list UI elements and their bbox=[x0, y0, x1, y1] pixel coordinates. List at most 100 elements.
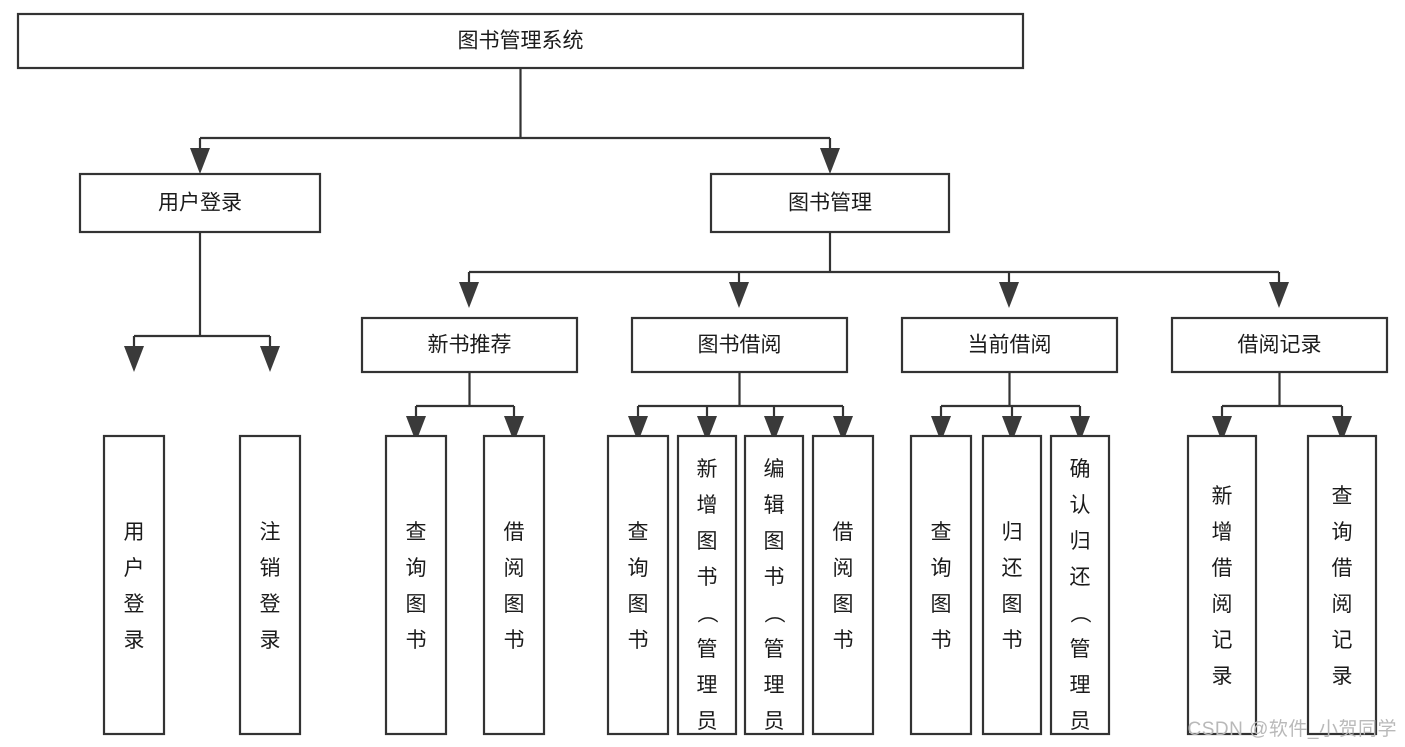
node-box[interactable] bbox=[900, 316, 1119, 374]
node-label-char: 编 bbox=[764, 458, 785, 481]
node-label-char: 还 bbox=[1002, 557, 1023, 580]
node-box[interactable] bbox=[1306, 434, 1378, 736]
node-label-char: 书 bbox=[628, 629, 649, 652]
node-box[interactable] bbox=[360, 316, 579, 374]
node-label-char: 图 bbox=[931, 593, 952, 616]
node-label-char: 书 bbox=[1002, 629, 1023, 652]
level2-node[interactable]: 图书管理 bbox=[709, 172, 951, 234]
node-label-char: 管 bbox=[697, 638, 718, 661]
connector-current-to-leaves bbox=[931, 372, 1090, 442]
leaf-node[interactable]: 用户登录 bbox=[102, 434, 166, 736]
node-label-char: 图 bbox=[628, 593, 649, 616]
node-label-char: 图 bbox=[406, 593, 427, 616]
node-box[interactable] bbox=[1049, 434, 1111, 736]
node-label-char: 阅 bbox=[833, 557, 854, 580]
node-label-char: 借 bbox=[1332, 557, 1353, 580]
node-label-char: 用 bbox=[124, 521, 145, 544]
node-label-char: 归 bbox=[1002, 521, 1023, 544]
node-label-char: 询 bbox=[406, 557, 427, 580]
node-label-char: 增 bbox=[697, 494, 718, 517]
node-label-char: 录 bbox=[1332, 665, 1353, 688]
node-label-vertical: 用户登录 bbox=[124, 521, 145, 652]
level3-node[interactable]: 借阅记录 bbox=[1170, 316, 1389, 374]
level2-node[interactable]: 用户登录 bbox=[78, 172, 322, 234]
node-label-char: （ bbox=[762, 603, 785, 624]
node-label: 图书管理系统 bbox=[458, 30, 584, 53]
node-box[interactable] bbox=[709, 172, 951, 234]
node-box[interactable] bbox=[102, 434, 166, 736]
connector-root-to-level2 bbox=[190, 68, 840, 174]
node-box[interactable] bbox=[676, 434, 738, 736]
node-box[interactable] bbox=[78, 172, 322, 234]
node-box[interactable] bbox=[384, 434, 448, 736]
node-label-char: 查 bbox=[1332, 485, 1353, 508]
connector-userlogin-to-leaves bbox=[124, 232, 280, 372]
node-box[interactable] bbox=[630, 316, 849, 374]
node-label-char: 记 bbox=[1212, 629, 1233, 652]
level3-node[interactable]: 图书借阅 bbox=[630, 316, 849, 374]
node-label-char: 管 bbox=[1070, 638, 1091, 661]
node-label-char: 借 bbox=[1212, 557, 1233, 580]
node-label-char: 图 bbox=[697, 530, 718, 553]
node-label-char: 借 bbox=[504, 521, 525, 544]
node-label: 借阅记录 bbox=[1238, 334, 1322, 357]
node-label-char: 户 bbox=[124, 557, 145, 580]
node-label-char: 书 bbox=[931, 629, 952, 652]
node-label-char: 阅 bbox=[1212, 593, 1233, 616]
node-box[interactable] bbox=[909, 434, 973, 736]
node-box[interactable] bbox=[1170, 316, 1389, 374]
node-label-char: 书 bbox=[406, 629, 427, 652]
level3-node[interactable]: 当前借阅 bbox=[900, 316, 1119, 374]
level3-node[interactable]: 新书推荐 bbox=[360, 316, 579, 374]
node-label-char: 注 bbox=[260, 521, 281, 544]
node-label-char: 理 bbox=[1070, 674, 1091, 697]
node-label-char: 理 bbox=[764, 674, 785, 697]
node-box[interactable] bbox=[238, 434, 302, 736]
node-label-char: 书 bbox=[833, 629, 854, 652]
node-label-char: 登 bbox=[260, 593, 281, 616]
node-box[interactable] bbox=[16, 12, 1025, 70]
node-label-char: 借 bbox=[833, 521, 854, 544]
node-box[interactable] bbox=[1186, 434, 1258, 736]
node-label-char: 增 bbox=[1212, 521, 1233, 544]
node-box[interactable] bbox=[981, 434, 1043, 736]
node-box[interactable] bbox=[811, 434, 875, 736]
node-label-char: 员 bbox=[697, 710, 718, 733]
node-box[interactable] bbox=[743, 434, 805, 736]
node-label-char: 阅 bbox=[504, 557, 525, 580]
node-label-char: （ bbox=[1068, 603, 1091, 624]
node-label-char: 管 bbox=[764, 638, 785, 661]
root-node[interactable]: 图书管理系统 bbox=[16, 12, 1025, 70]
node-label-char: 查 bbox=[628, 521, 649, 544]
node-box[interactable] bbox=[482, 434, 546, 736]
node-box[interactable] bbox=[606, 434, 670, 736]
node-label-char: 书 bbox=[697, 566, 718, 589]
node-label: 新书推荐 bbox=[428, 334, 512, 357]
node-label-char: 询 bbox=[1332, 521, 1353, 544]
nodes-layer: 图书管理系统用户登录图书管理新书推荐图书借阅当前借阅借阅记录用户登录注销登录查询… bbox=[16, 12, 1389, 747]
node-label-char: （ bbox=[695, 603, 718, 624]
